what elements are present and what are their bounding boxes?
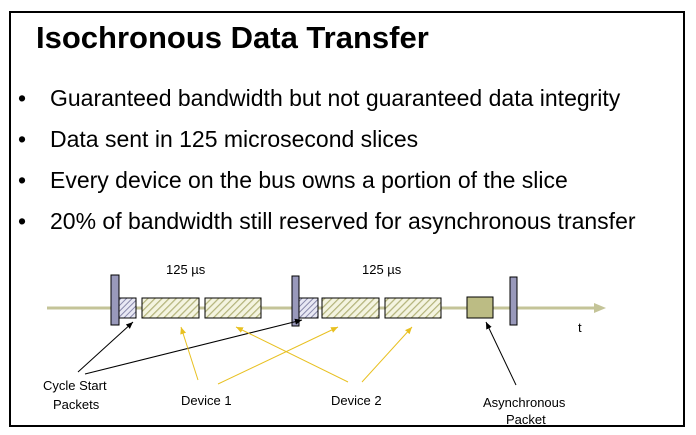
arrows	[77, 318, 517, 386]
bullet-item: •Every device on the bus owns a portion …	[18, 167, 568, 193]
cycle-start-packet	[298, 297, 319, 319]
async-label: Packet	[506, 412, 546, 427]
device2-label: Device 2	[331, 393, 382, 408]
slice-label: 125 µs	[362, 262, 402, 277]
async-label: Asynchronous	[483, 395, 566, 410]
cycle-boundary-bar	[291, 275, 300, 327]
device2-packet	[384, 297, 442, 319]
device1-label: Device 1	[181, 393, 232, 408]
bullet-item: •20% of bandwidth still reserved for asy…	[18, 208, 636, 234]
device1-packet	[321, 297, 380, 319]
slice-label: 125 µs	[166, 262, 206, 277]
bullet-item: •Guaranteed bandwidth but not guaranteed…	[18, 85, 621, 111]
device1-packet	[141, 297, 200, 319]
cycle-boundary-bar	[110, 274, 120, 326]
bullet-list: •Guaranteed bandwidth but not guaranteed…	[14, 80, 636, 244]
cycle-start-packet	[118, 297, 137, 319]
slide-frame	[9, 11, 685, 427]
cycle-boundary-bar	[509, 276, 518, 326]
bullet-item: •Data sent in 125 microsecond slices	[18, 126, 419, 152]
cycle-start-label: Cycle Start	[43, 378, 107, 393]
async-packet	[466, 296, 494, 319]
slide-title: Isochronous Data Transfer	[36, 20, 429, 55]
time-axis-label: t	[578, 320, 582, 335]
cycle-start-label: Packets	[53, 397, 100, 412]
device2-packet	[204, 297, 262, 319]
